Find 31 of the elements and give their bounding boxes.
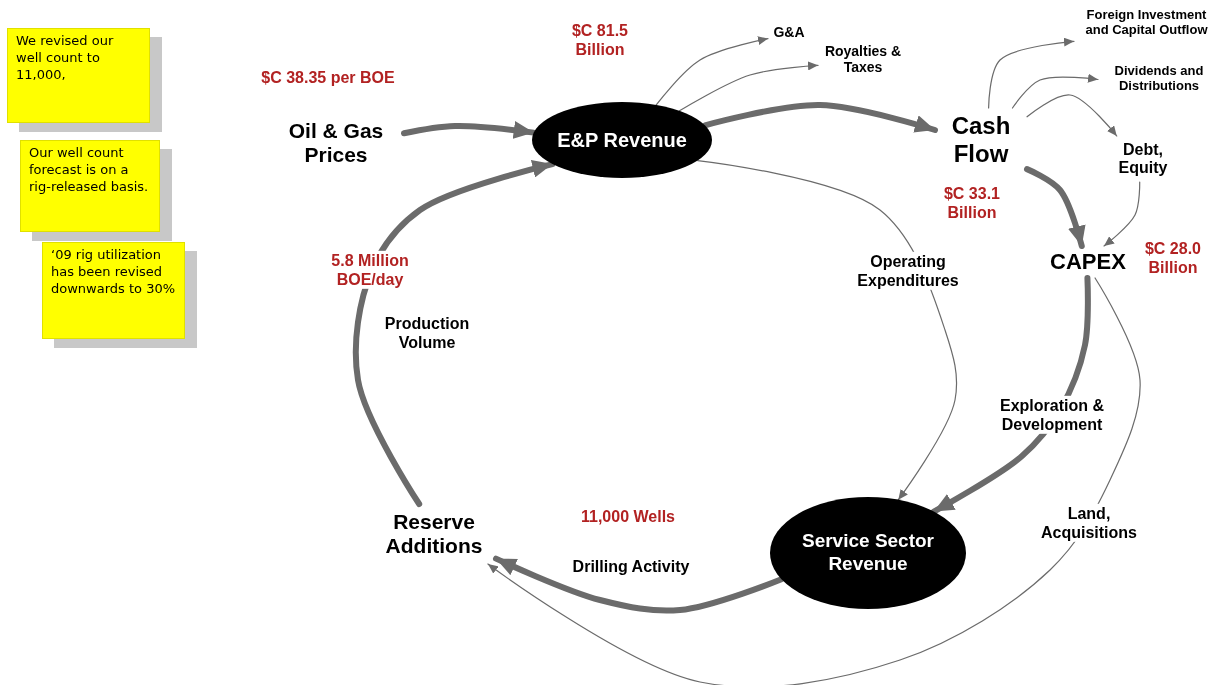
value-label: $C 38.35 per BOE bbox=[260, 68, 396, 88]
node-label: CAPEX bbox=[1044, 246, 1132, 278]
node-label: Service Sector Revenue bbox=[801, 530, 935, 576]
node-label: Foreign Investment and Capital Outflow bbox=[1074, 4, 1219, 42]
arrow bbox=[352, 160, 556, 507]
node-label: Dividends and Distributions bbox=[1098, 60, 1219, 98]
node-label: E&P Revenue bbox=[557, 128, 687, 152]
node-label: Cash Flow bbox=[935, 108, 1027, 172]
arrow bbox=[702, 102, 938, 133]
arrow bbox=[1024, 166, 1086, 249]
arrow bbox=[1103, 181, 1141, 247]
node-label: G&A bbox=[768, 22, 810, 42]
value-label: $C 81.5 Billion bbox=[570, 20, 629, 60]
value-label: $C 33.1 Billion bbox=[942, 183, 1001, 223]
arrow bbox=[493, 555, 785, 614]
node-label: Royalties & Taxes bbox=[818, 40, 908, 78]
arrow bbox=[655, 36, 769, 106]
arrow bbox=[678, 61, 819, 112]
sticky-note: Our well count forecast is on a rig-released basis. bbox=[20, 140, 160, 232]
sticky-note: ‘09 rig utilization has been revised downwards to 30% bbox=[42, 242, 185, 339]
node-label: Debt, Equity bbox=[1108, 136, 1178, 182]
arrow bbox=[988, 37, 1075, 109]
arrow bbox=[1011, 73, 1099, 109]
arrow bbox=[1026, 94, 1118, 137]
sticky-note: We revised our well count to 11,000, bbox=[7, 28, 150, 123]
arrow bbox=[697, 159, 958, 501]
node-label: Oil & Gas Prices bbox=[268, 113, 404, 173]
value-label: $C 28.0 Billion bbox=[1143, 238, 1202, 278]
arrow bbox=[401, 121, 537, 139]
arrow bbox=[487, 277, 1141, 685]
node-label: Reserve Additions bbox=[372, 504, 496, 564]
